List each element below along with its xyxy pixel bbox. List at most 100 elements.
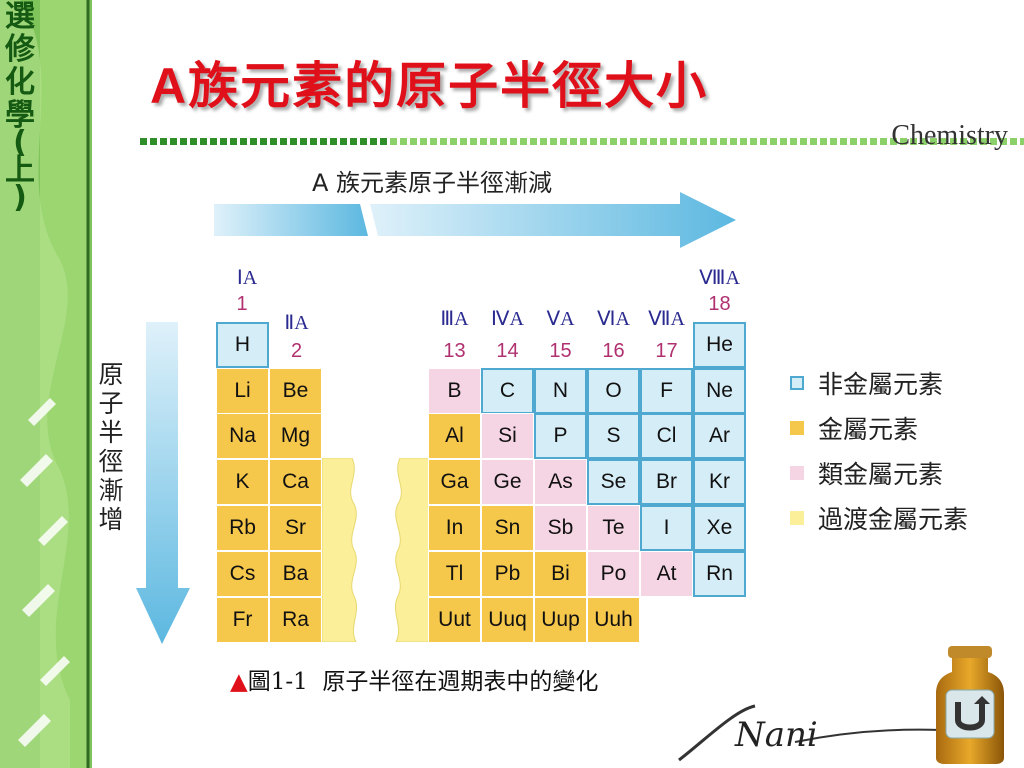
group-number: 14 [496,340,519,362]
group-number: 18 [708,293,731,315]
element-cell: F [640,368,693,414]
element-cell: Te [587,505,640,551]
legend: 非金屬元素 金屬元素 類金屬元素 過渡金屬元素 [790,360,968,540]
signature-logo: Nani [678,704,942,762]
legend-label: 非金屬元素 [818,369,944,399]
legend-item: 非金屬元素 [790,360,968,405]
side-arrow-char: 徑 [98,447,124,476]
legend-item: 類金屬元素 [790,450,968,495]
element-cell: In [428,505,481,551]
slide-title: A族元素的原子半徑大小 [150,46,708,118]
element-cell: As [534,459,587,505]
course-title-char: ) [13,180,27,215]
group-number: 15 [549,340,572,362]
group-roman: ⅥA [597,308,630,330]
group-roman: ⅢA [440,308,469,330]
element-cell: Sn [481,505,534,551]
element-cell: At [640,551,693,597]
figure-caption: ▲圖1-1 原子半徑在週期表中的變化 [230,662,598,696]
home-button[interactable] [934,646,1006,764]
element-cell: Bi [534,551,587,597]
legend-swatch [790,375,804,390]
side-arrow-char: 半 [98,418,124,447]
caption-label: 圖1-1 [247,669,308,695]
slide-title-latin: A [150,58,189,114]
element-cell: N [534,368,587,414]
course-title-char: 學 [5,98,35,133]
caption-triangle-icon: ▲ [230,669,248,695]
element-cell: Rb [216,505,269,551]
group-number: 16 [602,340,625,362]
legend-swatch [790,465,804,480]
right-arrow-icon [214,192,736,248]
element-cell: Si [481,413,534,459]
group-number: 1 [236,293,248,315]
element-cell: Uuh [587,597,640,643]
element-cell: He [693,322,746,368]
legend-swatch [790,420,804,435]
element-cell: Cl [640,413,693,459]
group-roman: ⅠA [236,267,258,289]
legend-swatch [790,510,804,525]
element-cell: Uuq [481,597,534,643]
down-arrow-icon [136,322,190,644]
element-cell: Mg [269,413,322,459]
element-cell: Ar [693,413,746,459]
element-cell: Be [269,368,322,414]
element-cell: Uut [428,597,481,643]
transition-strip-left [322,458,358,642]
group-roman: ⅣA [491,308,524,330]
course-title-char: 上 [5,153,35,188]
element-cell: Tl [428,551,481,597]
group-roman: ⅦA [648,308,685,330]
element-cell: Ne [693,368,746,414]
element-cell: Ra [269,597,322,643]
element-cell: I [640,505,693,551]
element-cell: Al [428,413,481,459]
element-cell: Pb [481,551,534,597]
side-arrow-char: 原 [98,360,124,389]
group-number: 2 [290,340,303,362]
element-cell: Sb [534,505,587,551]
element-cell: Ca [269,459,322,505]
subject-label: Chemistry [891,120,1008,151]
element-cell: Na [216,413,269,459]
u-turn-return-icon[interactable] [945,689,995,739]
side-arrow-label: 原 子 半 徑 漸 增 [96,360,126,534]
course-title-char: ( [13,125,27,160]
course-title-char: 修 [5,32,35,67]
element-cell: Kr [693,459,746,505]
element-cell: Ge [481,459,534,505]
group-number: 17 [655,340,678,362]
element-cell: Xe [693,505,746,551]
group-roman: ⅤA [546,308,575,330]
element-cell: Ba [269,551,322,597]
element-cell: H [216,322,269,368]
element-cell: Li [216,368,269,414]
course-title-char: 選 [5,0,35,34]
side-arrow-char: 漸 [98,476,124,505]
element-cell: Br [640,459,693,505]
element-cell: B [428,368,481,414]
side-arrow-char: 子 [98,389,124,418]
top-arrow-label: A 族元素原子半徑漸減 [312,169,553,197]
legend-label: 金屬元素 [818,414,919,444]
transition-strip-right [394,458,430,642]
element-cell: O [587,368,640,414]
legend-label: 類金屬元素 [818,459,944,489]
sidebar-decoration [0,0,92,768]
element-cell: Cs [216,551,269,597]
course-title: 選 修 化 學 ( 上 ) [0,0,40,215]
group-number: 13 [443,340,466,362]
group-roman: ⅧA [699,267,740,289]
course-title-char: 化 [5,65,35,100]
element-cell: Po [587,551,640,597]
element-cell: Ga [428,459,481,505]
element-cell: C [481,368,534,414]
element-cell: Rn [693,551,746,597]
legend-label: 過渡金屬元素 [818,504,969,534]
slide-title-text: 族元素的原子半徑大小 [188,57,709,115]
legend-item: 過渡金屬元素 [790,495,968,540]
element-cell: S [587,413,640,459]
side-arrow-char: 增 [98,505,124,534]
